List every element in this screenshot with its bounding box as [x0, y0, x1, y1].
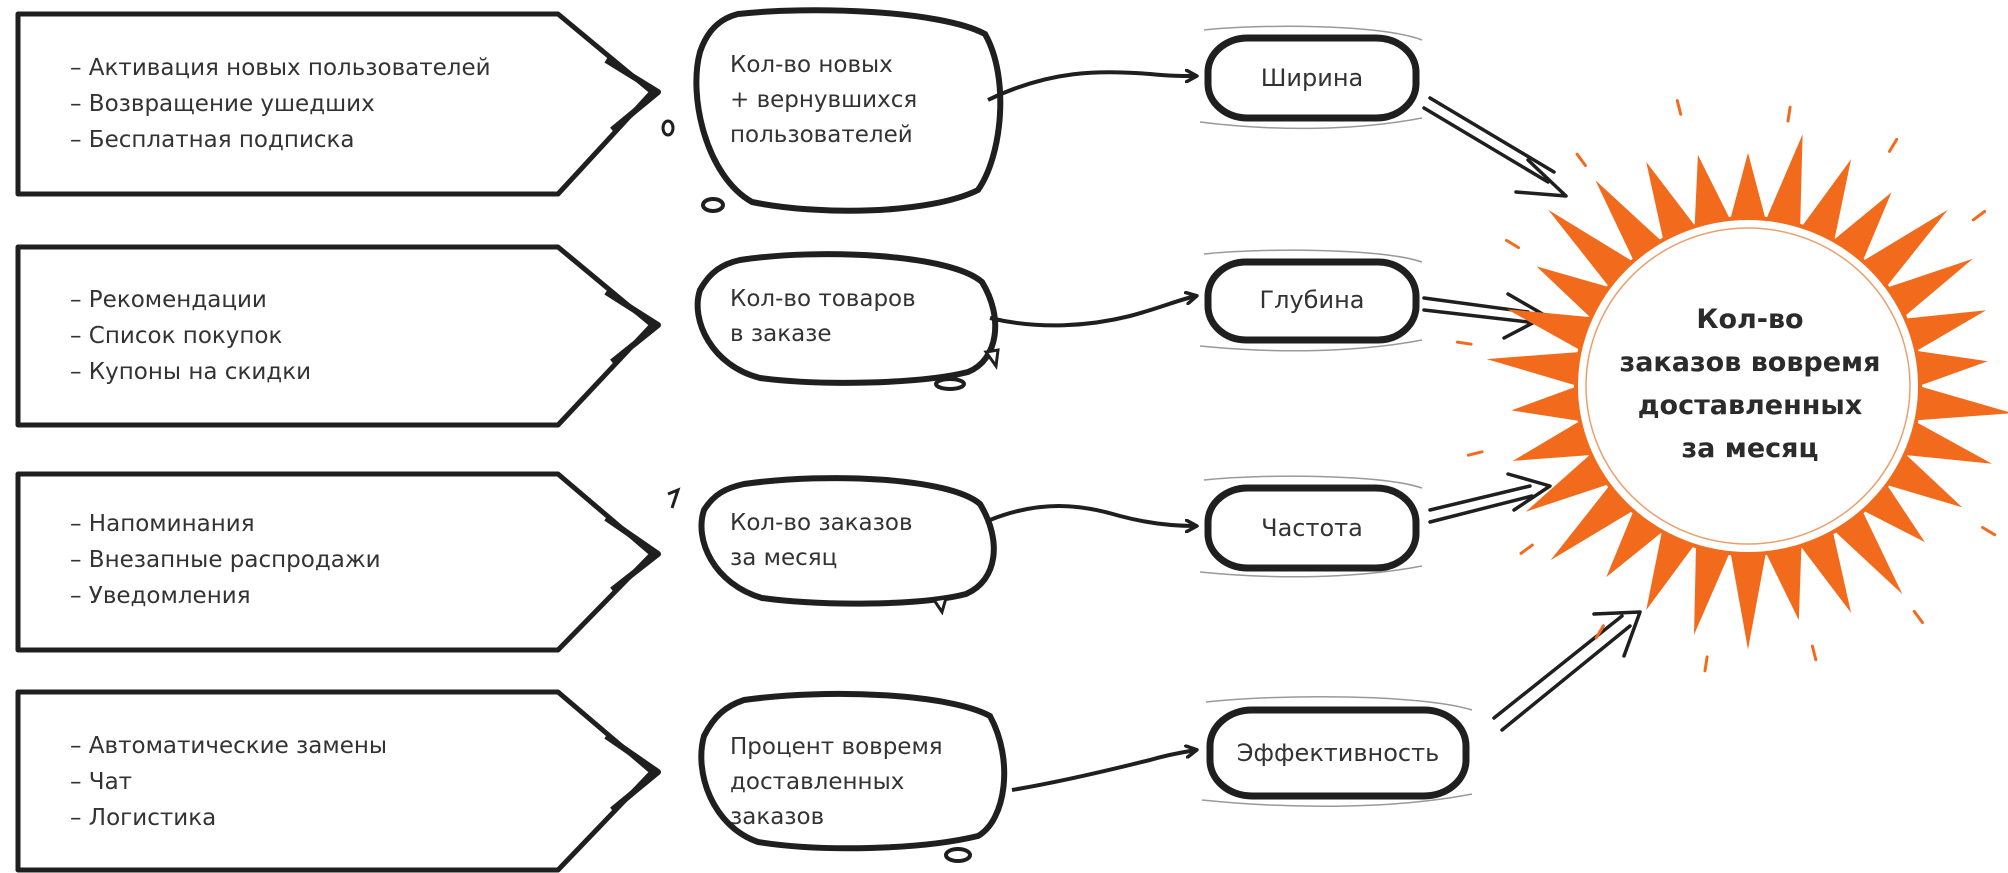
metric-label-2: Кол-во товаров в заказе: [730, 286, 916, 347]
burst-spark: [1810, 644, 1818, 662]
tactic-item: – Купоны на скидки: [70, 359, 312, 385]
tactic-item: – Логистика: [70, 805, 217, 831]
metric-bubble-4: [698, 690, 1008, 852]
tactic-box-1-shadow: [604, 57, 661, 133]
tactic-box-4: [15, 689, 655, 873]
burst-spark: [1888, 137, 1899, 153]
scribble: [1199, 25, 1423, 130]
burst-spark: [1981, 526, 1997, 537]
tactic-box-2: [15, 244, 655, 428]
dimension-label-3: Частота: [1261, 514, 1363, 542]
connector-arrow-2: [989, 296, 1196, 328]
ink-blot: [931, 596, 949, 616]
scribble: [1199, 249, 1423, 352]
burst-spark: [1971, 210, 1987, 222]
tactic-item: – Чат: [70, 769, 133, 795]
double-arrow-1: [1422, 96, 1568, 198]
burst-spark: [1466, 450, 1484, 457]
burst-spark: [1505, 238, 1520, 250]
burst-spark: [1786, 105, 1792, 123]
tactic-item: – Напоминания: [70, 511, 255, 537]
ink-blot: [944, 847, 972, 863]
ink-blot: [983, 348, 1000, 370]
burst-spark: [1912, 609, 1924, 625]
scribble: [1201, 695, 1473, 807]
dimension-label-4: Эффективность: [1236, 739, 1440, 767]
connector-arrow-3: [989, 504, 1196, 526]
tactic-item: – Автоматические замены: [70, 733, 388, 759]
tactic-list-2: – Рекомендации – Список покупок – Купоны…: [70, 282, 311, 390]
burst-sparks: [1455, 99, 1997, 673]
ink-blot: [667, 487, 681, 509]
ink-blot: [934, 377, 966, 391]
goal-label: Кол-во заказов вовремя доставленных за м…: [1619, 304, 1881, 464]
burst-spark: [1675, 99, 1683, 116]
ink-blot: [701, 197, 725, 213]
tactic-list-1: – Активация новых пользователей – Возвра…: [70, 50, 491, 158]
tactic-box-4-shadow: [604, 733, 661, 813]
tactic-item: – Возвращение ушедших: [70, 91, 375, 117]
double-arrow-3: [1428, 472, 1552, 524]
goal-burst: [1455, 99, 2008, 673]
burst-spark: [1455, 340, 1473, 346]
connector-arrow-1: [987, 72, 1196, 102]
burst-spark: [1575, 152, 1587, 167]
connector-arrow-4: [1011, 750, 1196, 792]
tactic-item: – Внезапные распродажи: [70, 547, 381, 573]
tactic-item: – Рекомендации: [70, 287, 267, 313]
metric-bubble-1: [693, 7, 1004, 214]
tactic-box-1: [15, 11, 655, 197]
dimension-box-2: [1204, 258, 1420, 344]
metric-label-3: Кол-во заказов за месяц: [730, 510, 913, 571]
dimension-box-3: [1204, 484, 1420, 572]
metric-bubble-3: [698, 475, 997, 607]
metric-bubble-2: [694, 251, 999, 386]
row-2: [15, 244, 1423, 428]
burst-spark: [1594, 624, 1605, 640]
scribble: [1199, 475, 1423, 578]
dimension-box-1: [1204, 34, 1420, 122]
goal-circle-sketch: [1585, 227, 1911, 545]
dimension-label-1: Ширина: [1260, 64, 1364, 92]
tactic-item: – Список покупок: [70, 323, 283, 349]
double-arrow-4: [1492, 610, 1642, 732]
tactic-list-4: – Автоматические замены – Чат – Логистик…: [70, 728, 387, 836]
burst-spark: [1519, 543, 1534, 555]
metric-label-1: Кол-во новых + вернувшихся пользователей: [730, 52, 918, 148]
row-3: [15, 471, 1423, 653]
ink-blot: [661, 119, 675, 137]
goal-circle: [1574, 216, 1922, 556]
tactic-box-2-shadow: [604, 289, 661, 365]
dimension-label-2: Глубина: [1259, 286, 1365, 314]
tactic-box-3: [15, 471, 655, 653]
dimension-box-4: [1206, 706, 1470, 800]
tactic-item: – Активация новых пользователей: [70, 55, 491, 81]
metric-label-4: Процент вовремя доставленных заказов: [730, 734, 943, 830]
tactic-list-3: – Напоминания – Внезапные распродажи – У…: [70, 506, 381, 614]
tactic-box-3-shadow: [604, 515, 661, 593]
burst-spark: [1703, 655, 1709, 673]
tactic-item: – Уведомления: [70, 583, 251, 609]
row-1: [15, 7, 1423, 214]
row-4: [15, 689, 1473, 873]
tactic-item: – Бесплатная подписка: [70, 127, 355, 153]
